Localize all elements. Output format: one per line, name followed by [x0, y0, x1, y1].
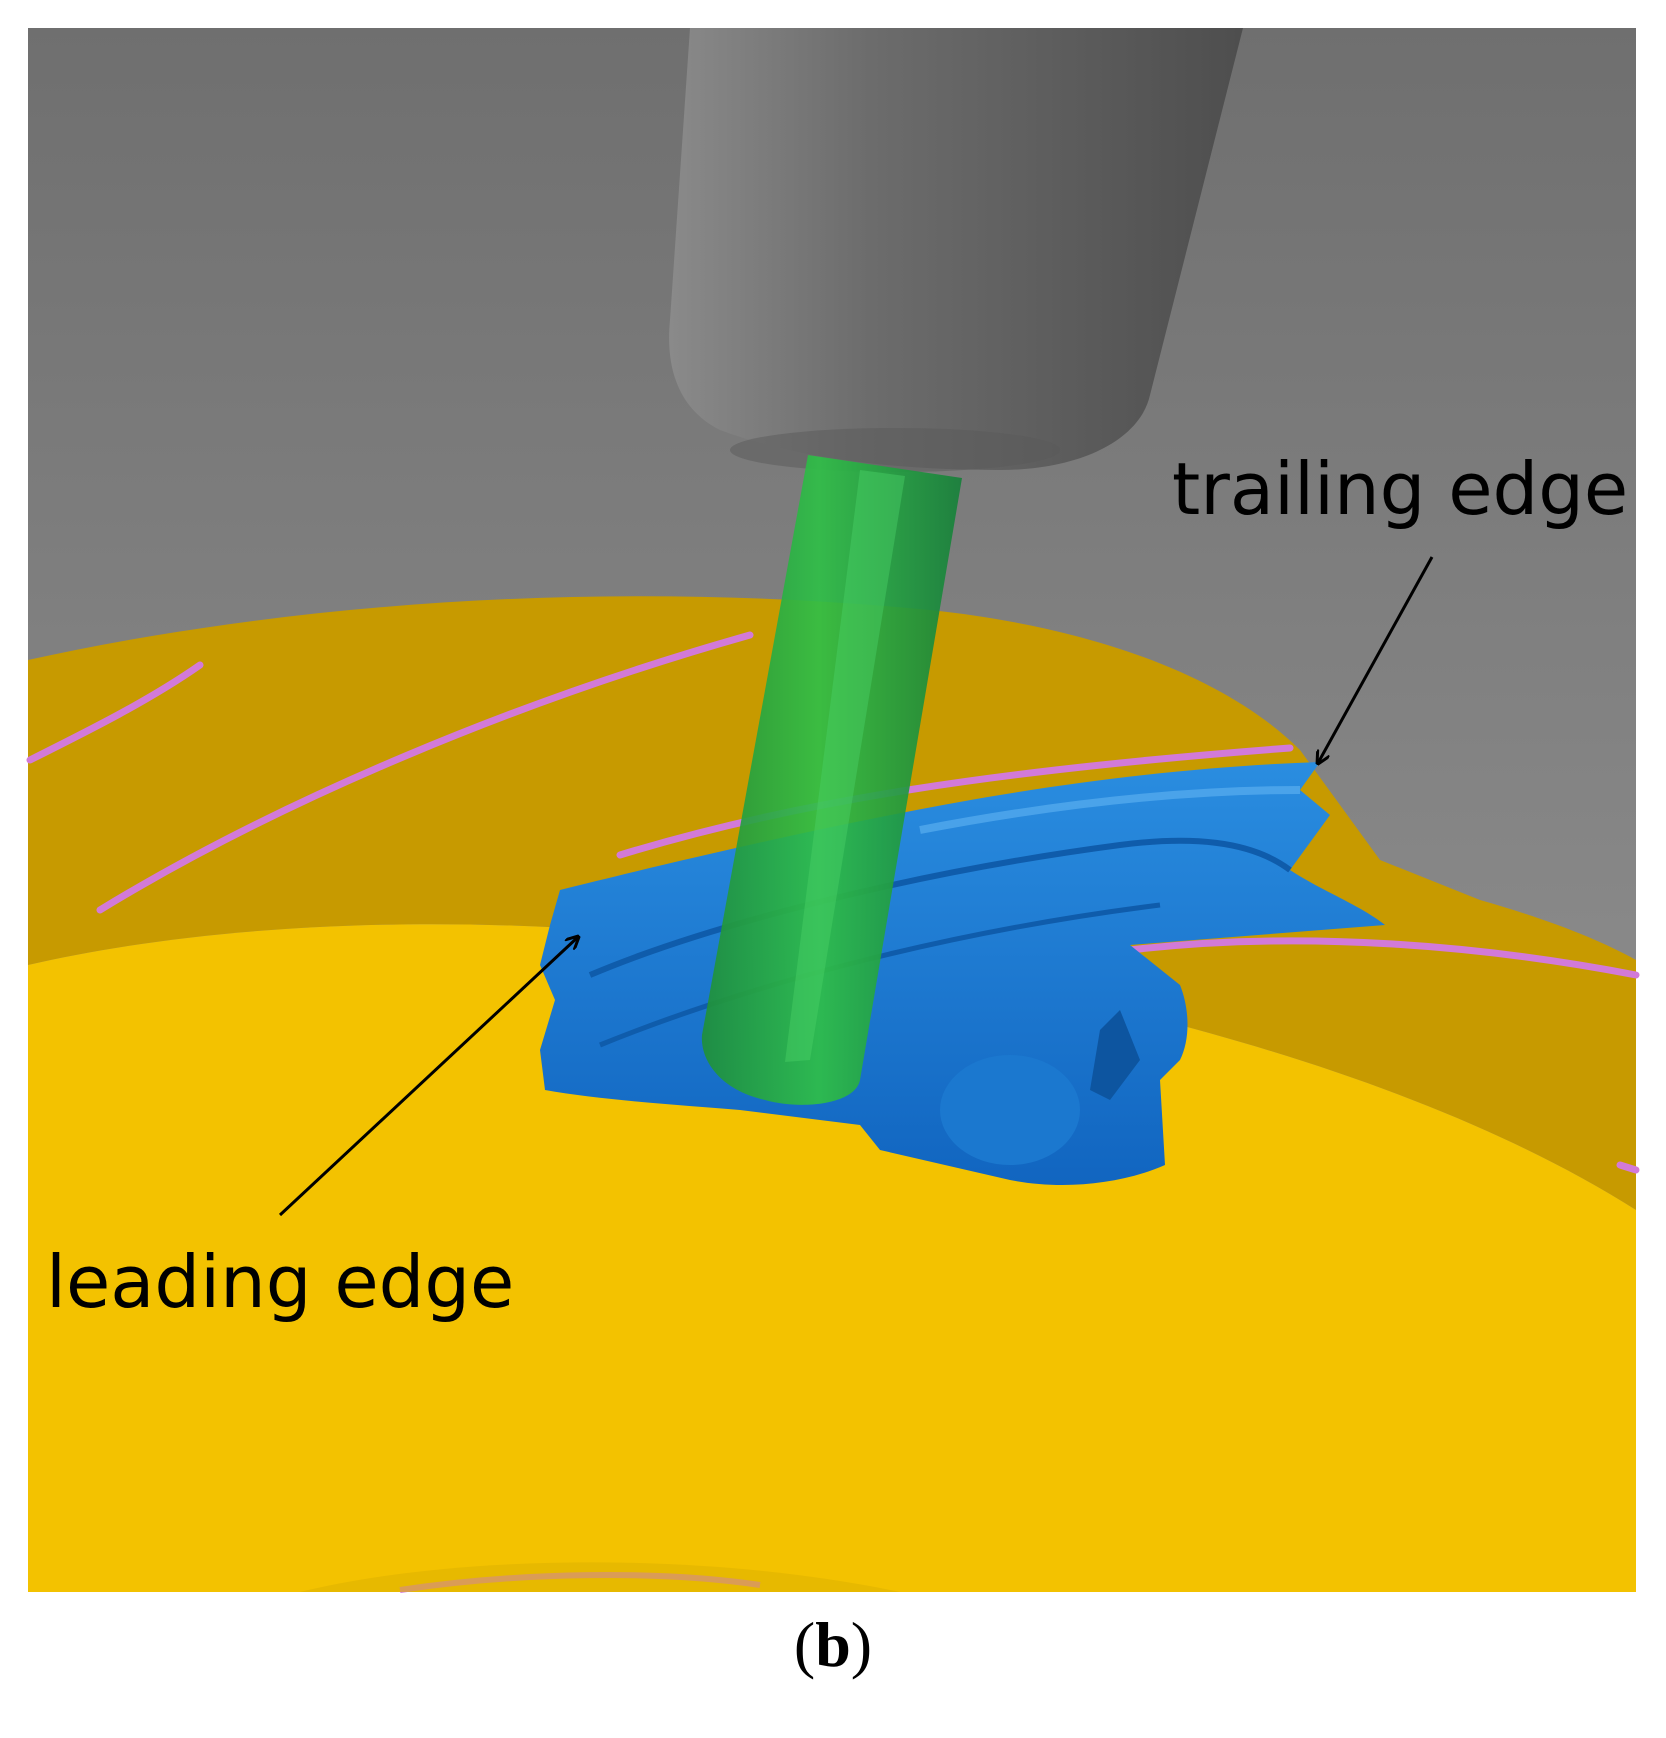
stripe-2: [96, 631, 754, 914]
stripe-5: [1616, 1161, 1640, 1174]
leading-edge-arrow: [278, 937, 578, 1217]
hub-bottom-arc: [300, 1562, 900, 1592]
blade-rounded-root: [940, 1055, 1080, 1165]
blade-root-notch: [1090, 1010, 1140, 1100]
hub-surface: [28, 924, 1636, 1592]
trailing-edge-label: trailing edge: [1172, 447, 1628, 531]
stripe-4: [1126, 937, 1640, 979]
blade-highlight: [919, 786, 1301, 834]
trailing-edge-arrow: [1318, 556, 1434, 763]
tool-shank: [701, 455, 962, 1105]
blade-stripes: [26, 631, 1640, 1174]
caption-close-paren: ): [850, 1609, 873, 1680]
figure-caption: (b): [0, 1608, 1666, 1682]
stripe-1: [26, 661, 204, 764]
caption-letter: b: [815, 1609, 851, 1680]
tool-shank-highlight: [785, 470, 905, 1062]
blade-groove-1: [588, 837, 1292, 978]
holder-bottom-face: [730, 428, 1060, 472]
holder-body: [669, 28, 1243, 470]
cutting-tool: [701, 455, 962, 1105]
caption-open-paren: (: [793, 1609, 816, 1680]
render-viewport: trailing edge leading edge: [26, 28, 1640, 1593]
annotation-arrows: [278, 556, 1434, 1217]
leading-edge-label: leading edge: [46, 1240, 514, 1324]
stripe-3: [616, 744, 1294, 859]
